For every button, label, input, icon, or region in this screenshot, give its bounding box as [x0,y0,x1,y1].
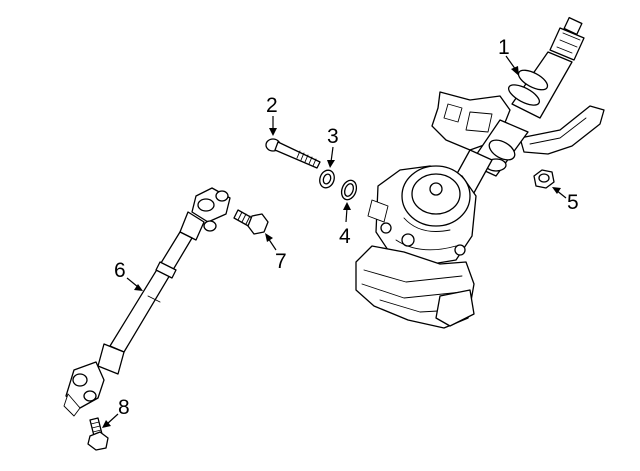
part-1-steering-column-assembly [355,16,605,329]
callout-1: 1 [498,36,510,59]
part-7-bolt [233,209,269,235]
callout-6: 6 [114,259,126,282]
callout-2: 2 [266,94,278,117]
part-8-bolt [87,417,109,451]
callout-5: 5 [567,191,579,214]
callout-3: 3 [327,125,339,148]
part-5-nut [533,169,555,189]
part-6-intermediate-shaft [63,187,231,417]
callout-numbers: 1 2 3 4 5 6 7 8 [114,36,579,419]
callout-leaders [102,55,567,428]
part-4-washer [340,179,358,201]
part-3-washer [319,169,335,189]
callout-4: 4 [339,225,351,248]
callout-7: 7 [275,250,287,273]
part-2-bolt [265,138,321,169]
callout-8: 8 [118,396,130,419]
